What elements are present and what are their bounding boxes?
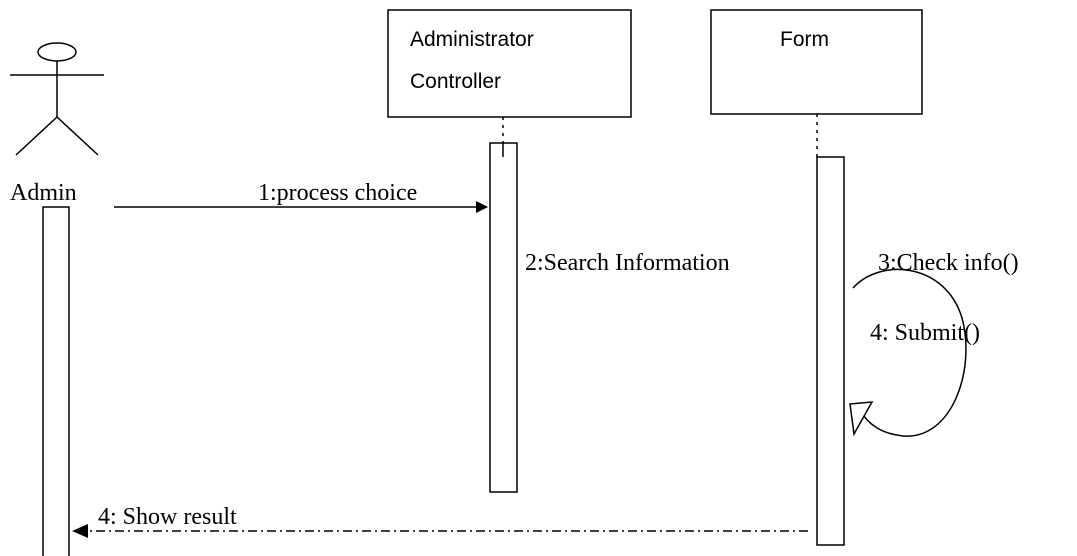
form-activation-bar [816,156,845,546]
process-choice-label: 1:process choice [258,180,417,206]
self-call-arrowhead-icon [849,401,874,437]
form-title: Form [780,28,829,51]
search-information-label: 2:Search Information [525,250,730,276]
controller-lifeline-box [387,9,632,118]
self-call-loop [852,268,967,437]
admin-actor-icon [10,42,104,156]
controller-title-line2: Controller [410,70,501,93]
show-result-label: 4: Show result [98,504,237,530]
controller-title-line1: Administrator [410,28,534,51]
admin-activation-bar [42,206,70,556]
actor-label: Admin [10,180,77,206]
form-lifeline-box [710,9,923,115]
check-info-label: 3:Check info() [878,250,1019,276]
controller-activation-bar [489,142,518,493]
show-result-arrowhead-icon [72,524,88,538]
submit-label: 4: Submit() [870,320,980,346]
